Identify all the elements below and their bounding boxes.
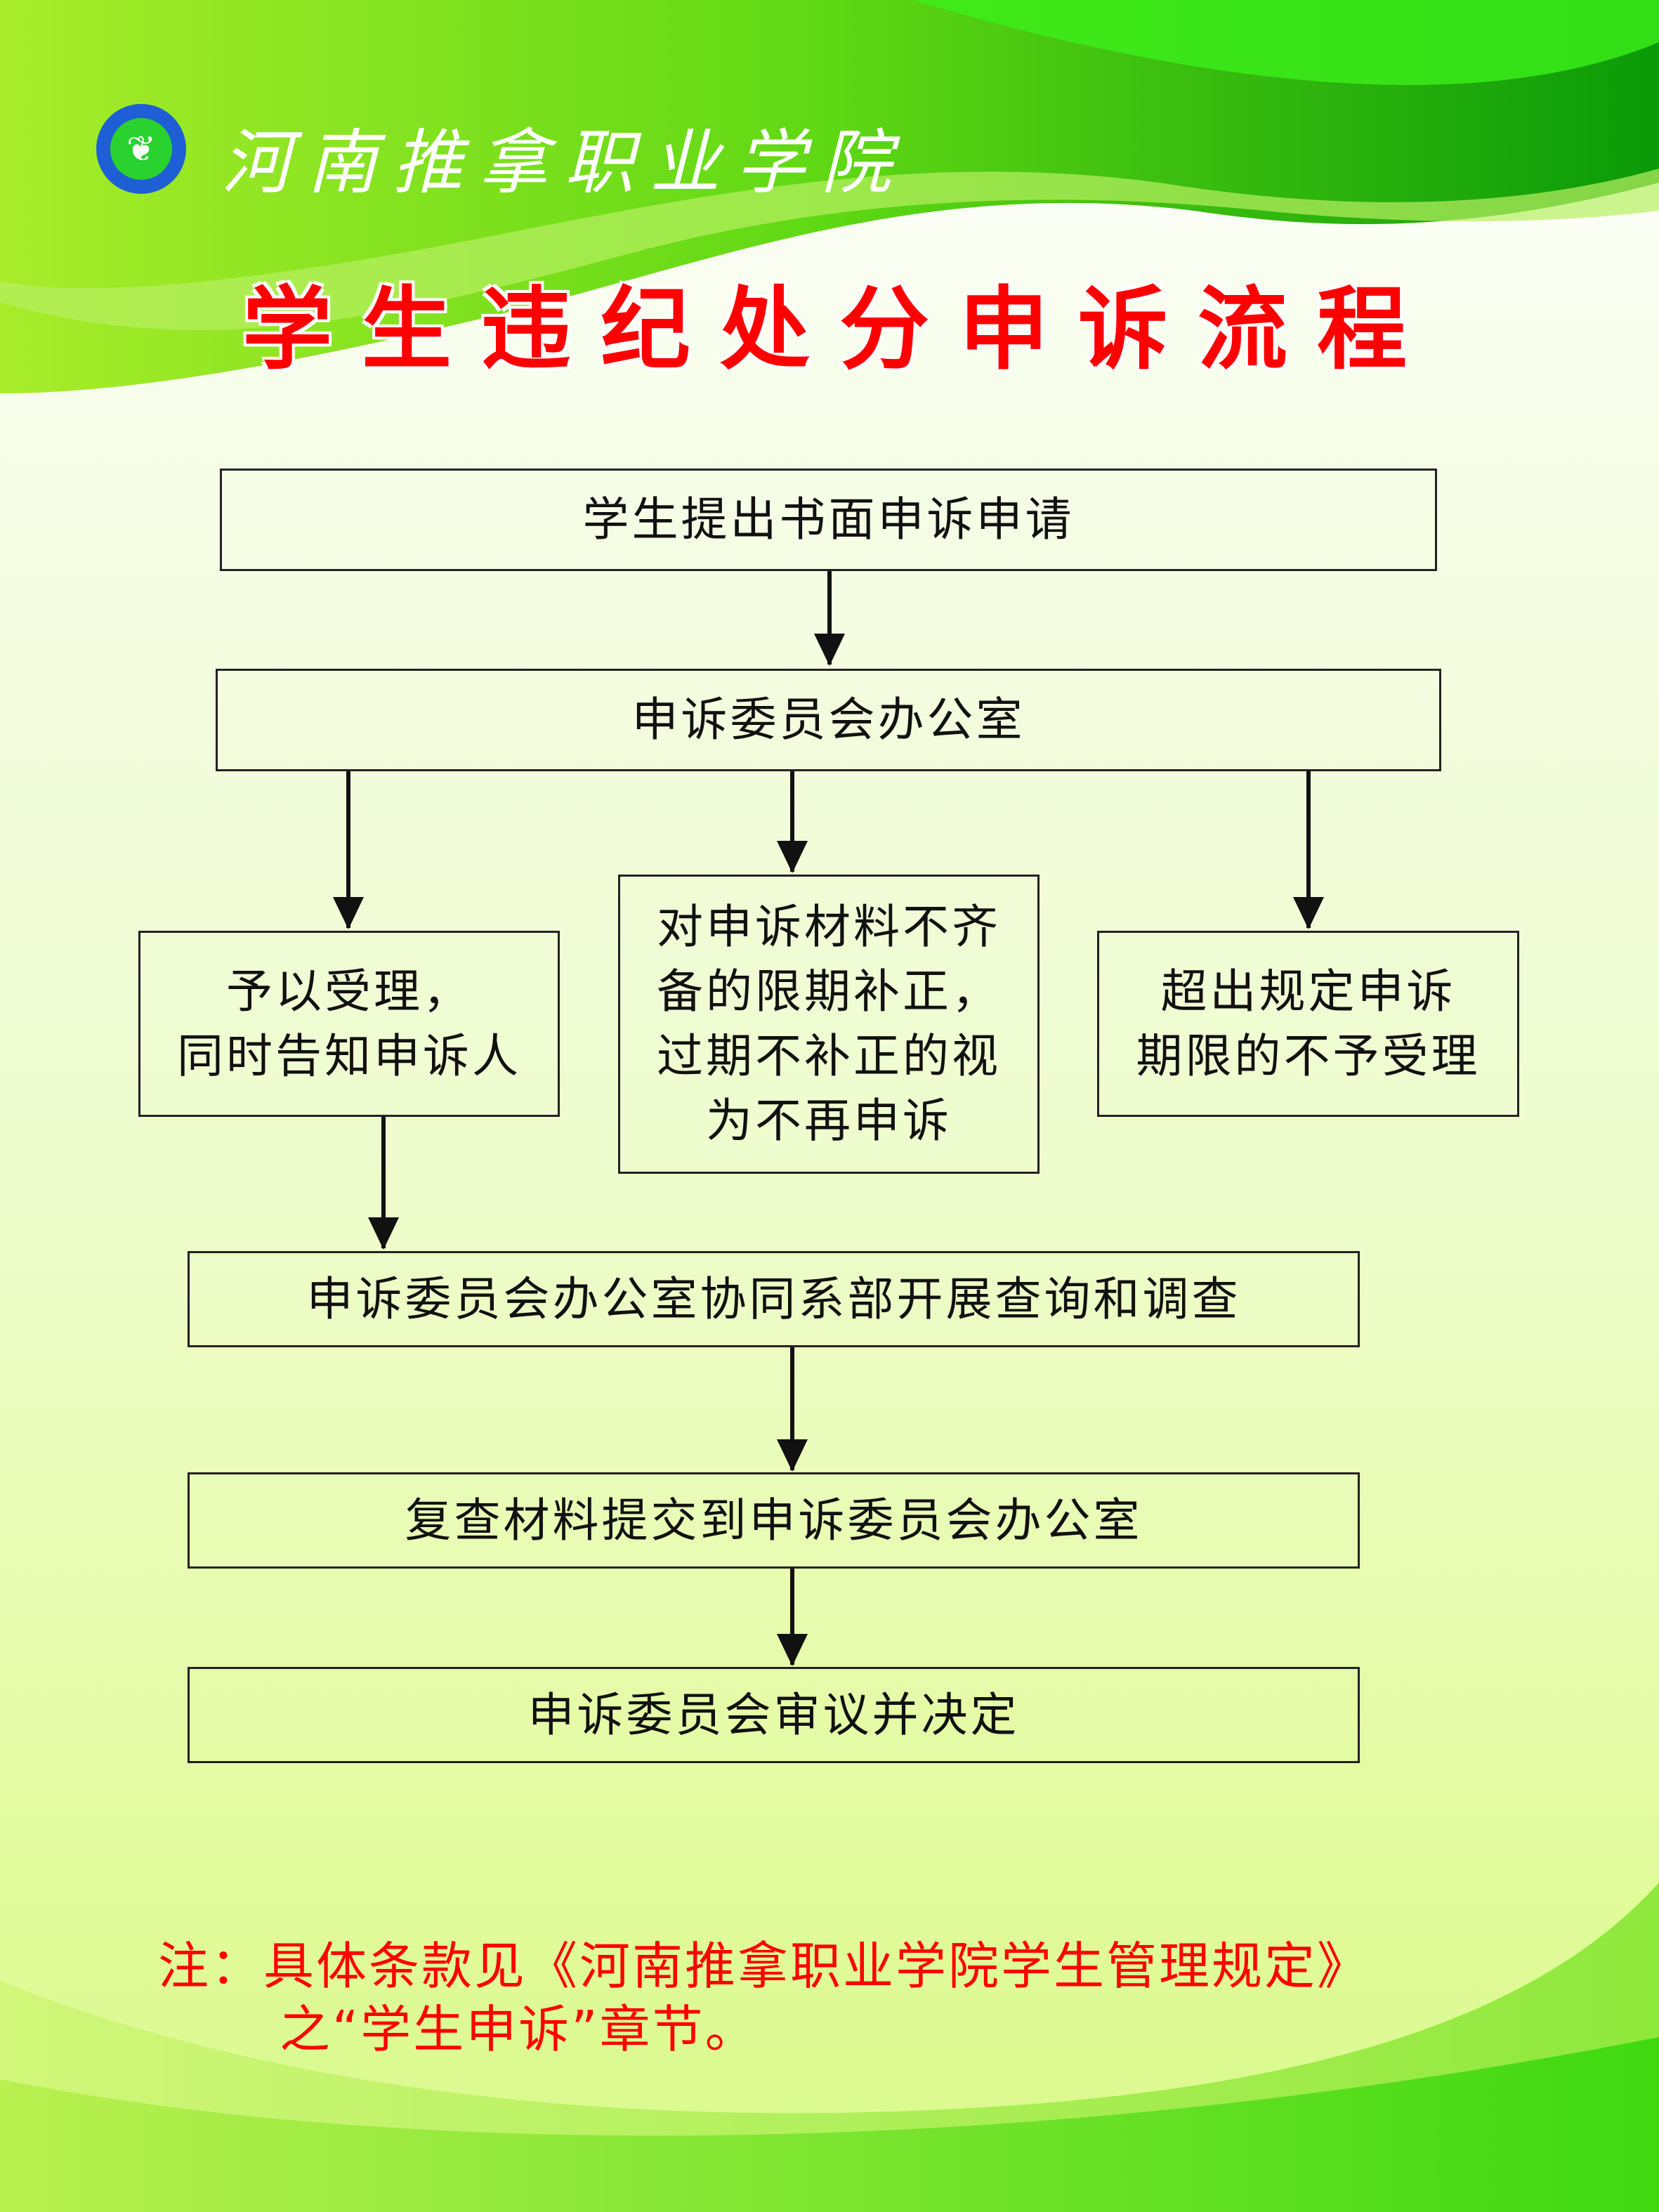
page-title: 学生违纪处分申诉流程 [242, 277, 1437, 382]
school-logo: ❦ [96, 104, 186, 194]
note-line-2: 之“学生申诉”章节。 [280, 2000, 758, 2059]
branch-incomplete: 对申诉材料不齐 备的限期补正， 过期不补正的视 为不再申诉 [618, 875, 1040, 1174]
branch-line: 期限的不予受理 [1136, 1028, 1481, 1083]
leaf-emblem-icon: ❦ [110, 118, 172, 180]
branch-line: 备的限期补正， [657, 964, 1001, 1019]
school-name: 河南推拿职业学院 [221, 122, 907, 204]
arrow-down-icon [368, 1117, 399, 1250]
arrow-down-icon [777, 1347, 808, 1472]
step-submit-review: 复查材料提交到申诉委员会办公室 [188, 1472, 1360, 1569]
step-label: 学生提出书面申诉申请 [582, 492, 1075, 547]
step-label: 申诉委员会办公室协同系部开展查询和调查 [306, 1271, 1241, 1326]
note-line-1: 注：具体条款见《河南推拿职业学院学生管理规定》 [158, 1937, 1370, 1996]
branch-line: 为不再申诉 [706, 1094, 952, 1148]
branch-reject: 超出规定申诉 期限的不予受理 [1097, 931, 1519, 1117]
step-decision: 申诉委员会审议并决定 [188, 1667, 1360, 1763]
step-submit-appeal: 学生提出书面申诉申请 [220, 469, 1437, 571]
step-label: 申诉委员会审议并决定 [527, 1687, 1020, 1742]
step-appeal-office: 申诉委员会办公室 [216, 669, 1441, 771]
branch-line: 过期不补正的视 [657, 1029, 1001, 1083]
step-label: 复查材料提交到申诉委员会办公室 [405, 1493, 1143, 1547]
step-investigation: 申诉委员会办公室协同系部开展查询和调查 [188, 1251, 1360, 1347]
branch-line: 对申诉材料不齐 [657, 900, 1001, 954]
branch-line: 同时告知申诉人 [177, 1028, 521, 1083]
arrow-down-icon [333, 771, 364, 929]
arrow-down-icon [777, 1569, 808, 1666]
branch-line: 予以受理， [226, 964, 472, 1019]
arrow-down-icon [1293, 771, 1324, 929]
arrow-down-icon [777, 771, 808, 873]
branch-line: 超出规定申诉 [1160, 964, 1456, 1019]
arrow-down-icon [814, 571, 845, 666]
branch-accept: 予以受理， 同时告知申诉人 [138, 931, 560, 1117]
step-label: 申诉委员会办公室 [631, 693, 1025, 747]
